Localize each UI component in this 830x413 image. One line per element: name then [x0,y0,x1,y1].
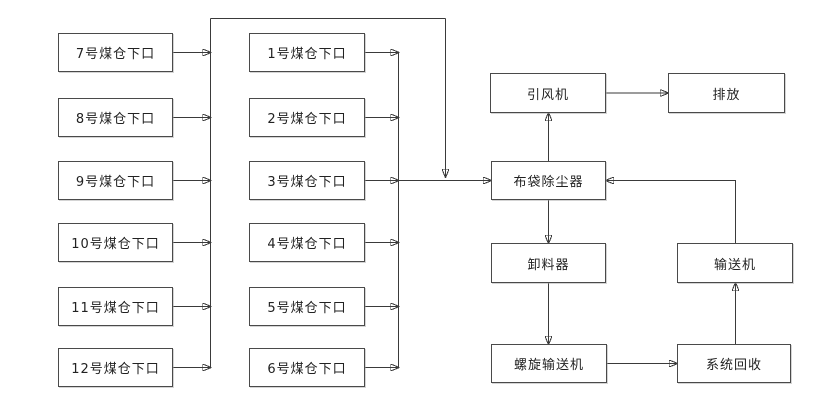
node-screw-conveyor: 螺旋输送机 [491,344,607,383]
node-bunker-7: 7号煤仓下口 [58,33,173,72]
node-bunker-4: 4号煤仓下口 [249,223,365,262]
node-bunker-1: 1号煤仓下口 [249,33,365,72]
node-bunker-8: 8号煤仓下口 [58,98,173,137]
node-bunker-10: 10号煤仓下口 [58,223,173,262]
node-bunker-5: 5号煤仓下口 [249,287,365,326]
node-bag-dust-collector: 布袋除尘器 [491,161,606,200]
node-system-recovery: 系统回收 [677,344,791,383]
node-bunker-9: 9号煤仓下口 [58,161,173,200]
edge-conveyor-to-bag-filter [606,181,736,243]
left-bunker-feeds [173,53,211,368]
middle-bunker-feeds [365,53,399,368]
node-bunker-2: 2号煤仓下口 [249,98,365,137]
node-conveyor: 输送机 [677,243,793,283]
node-bunker-6: 6号煤仓下口 [249,348,365,387]
node-induced-draft-fan: 引风机 [490,73,606,113]
node-bunker-11: 11号煤仓下口 [58,287,173,326]
node-unloader: 卸料器 [491,243,606,283]
node-discharge: 排放 [668,73,785,113]
main-run [398,18,492,181]
process-edges [549,93,736,364]
node-bunker-3: 3号煤仓下口 [249,161,365,200]
node-bunker-12: 12号煤仓下口 [58,348,173,387]
